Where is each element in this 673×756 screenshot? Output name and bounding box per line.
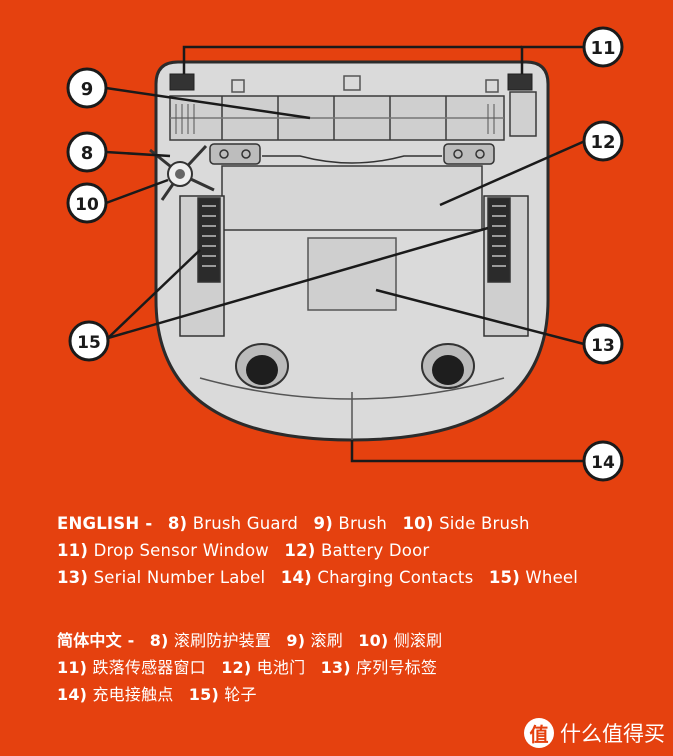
legend-zh-heading: 简体中文 - [57, 631, 135, 650]
svg-text:12: 12 [590, 132, 615, 153]
wheel-well-right [483, 195, 529, 337]
serial-number-label [307, 237, 397, 311]
drop-sensor-window-left [169, 73, 195, 91]
callout-10: 10 [66, 182, 108, 224]
svg-text:14: 14 [591, 453, 615, 473]
robot-underside-diagram: 11 9 8 12 10 15 13 14 [66, 26, 624, 482]
svg-text:11: 11 [590, 38, 615, 59]
side-brush [149, 144, 215, 201]
svg-text:15: 15 [77, 333, 101, 353]
legend-item: 轮子 [224, 685, 257, 704]
legend-item: Side Brush [439, 514, 530, 533]
watermark: 值 什么值得买 [524, 718, 665, 748]
svg-text:13: 13 [591, 336, 615, 356]
svg-text:8: 8 [81, 143, 94, 164]
leader-lines [105, 45, 586, 463]
battery-door [221, 165, 483, 231]
legend-item: Brush [338, 514, 388, 533]
callout-8: 8 [66, 131, 108, 173]
legend-en-heading: ENGLISH - [57, 514, 153, 533]
legend-item: Brush Guard [192, 514, 299, 533]
legend-item: Serial Number Label [93, 568, 266, 587]
callout-12: 12 [582, 120, 624, 162]
top-notch [343, 75, 361, 91]
legend-item: Charging Contacts [317, 568, 474, 587]
callout-15: 15 [68, 320, 110, 362]
svg-text:10: 10 [75, 195, 99, 215]
svg-text:9: 9 [81, 79, 94, 100]
legend-chinese: 简体中文 - 8) 滚刷防护装置 9) 滚刷 10) 侧滚刷 11) 跌落传感器… [57, 631, 443, 704]
legend-item: 跌落传感器窗口 [92, 658, 206, 677]
watermark-logo-icon: 值 [524, 718, 554, 748]
callout-14: 14 [582, 440, 624, 482]
legend-item: 侧滚刷 [393, 631, 443, 650]
legend-item: 滚刷 [310, 631, 343, 650]
brush-guard [169, 95, 505, 141]
callout-11: 11 [582, 26, 624, 68]
caster-wheel-right [421, 343, 475, 389]
callout-13: 13 [582, 323, 624, 365]
legend-item: 序列号标签 [356, 658, 438, 677]
legend-item: Wheel [525, 568, 579, 587]
drop-sensor-window-right [507, 73, 533, 91]
legend-item: 充电接触点 [92, 685, 174, 704]
legend-item: Drop Sensor Window [93, 541, 269, 560]
caster-wheel-left [235, 343, 289, 389]
legend-item: 电池门 [256, 658, 306, 677]
watermark-text: 什么值得买 [560, 722, 665, 746]
legend-item: 滚刷防护装置 [173, 631, 272, 650]
callout-9: 9 [66, 67, 108, 109]
brush-bristles [175, 104, 495, 134]
legend-english: ENGLISH - 8) Brush Guard 9) Brush 10) Si… [57, 514, 579, 587]
legend-item: Battery Door [320, 541, 430, 560]
